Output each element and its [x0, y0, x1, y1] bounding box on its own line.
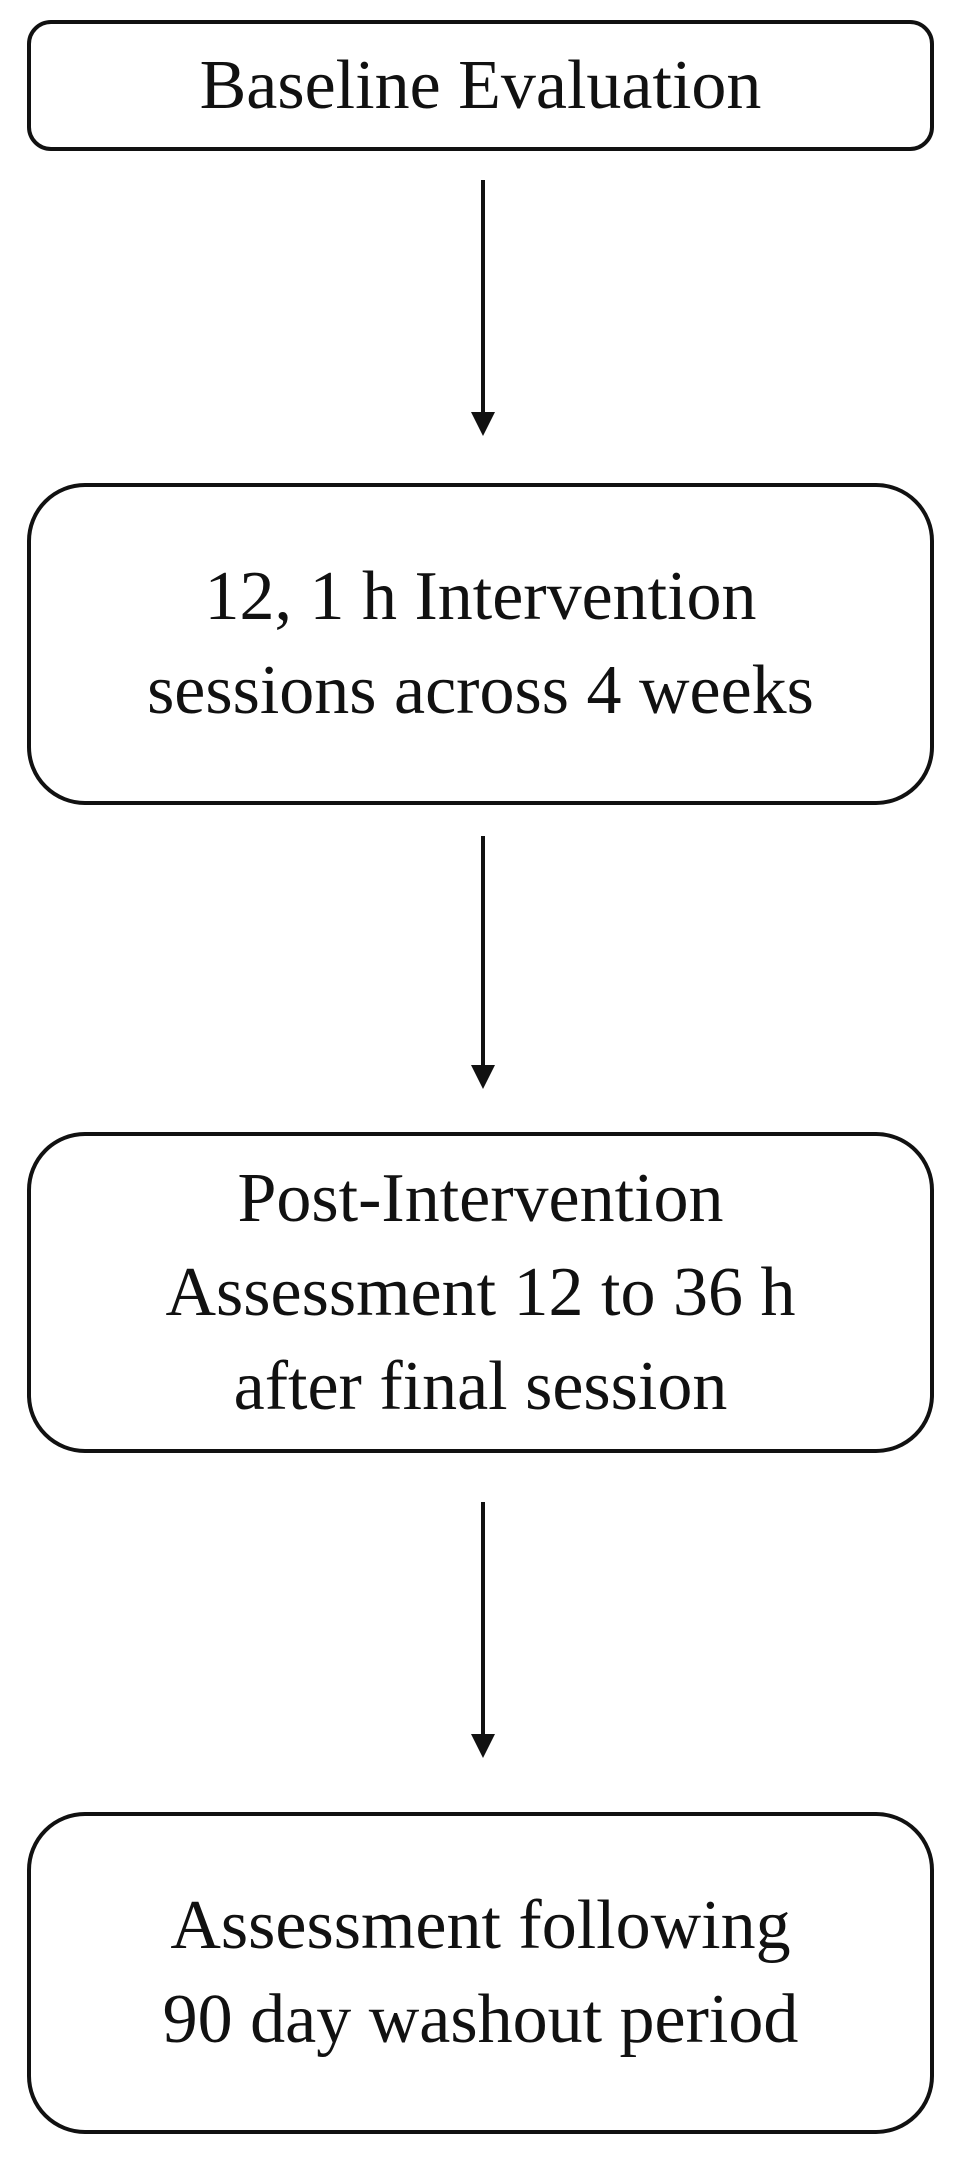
step-text-line: Assessment 12 to 36 h: [165, 1253, 796, 1331]
step-intervention-sessions: 12, 1 h Intervention sessions across 4 w…: [27, 483, 934, 805]
step-text-line: Post-Intervention: [237, 1159, 724, 1237]
step-text-line: after final session: [233, 1347, 728, 1425]
down-arrow-3: [471, 1502, 495, 1758]
step-text-line: Assessment following: [170, 1887, 791, 1964]
step-washout-assessment: Assessment following 90 day washout peri…: [27, 1812, 934, 2134]
step-post-intervention-assessment: Post-Intervention Assessment 12 to 36 h …: [27, 1132, 934, 1453]
step-text-line: 90 day washout period: [162, 1981, 799, 2058]
down-arrow-2: [471, 836, 495, 1089]
step-text-line: Baseline Evaluation: [199, 46, 762, 124]
down-arrow-1: [471, 180, 495, 436]
step-text-line: 12, 1 h Intervention: [204, 558, 757, 635]
step-baseline-evaluation: Baseline Evaluation: [27, 20, 934, 151]
step-text-line: sessions across 4 weeks: [147, 652, 814, 729]
